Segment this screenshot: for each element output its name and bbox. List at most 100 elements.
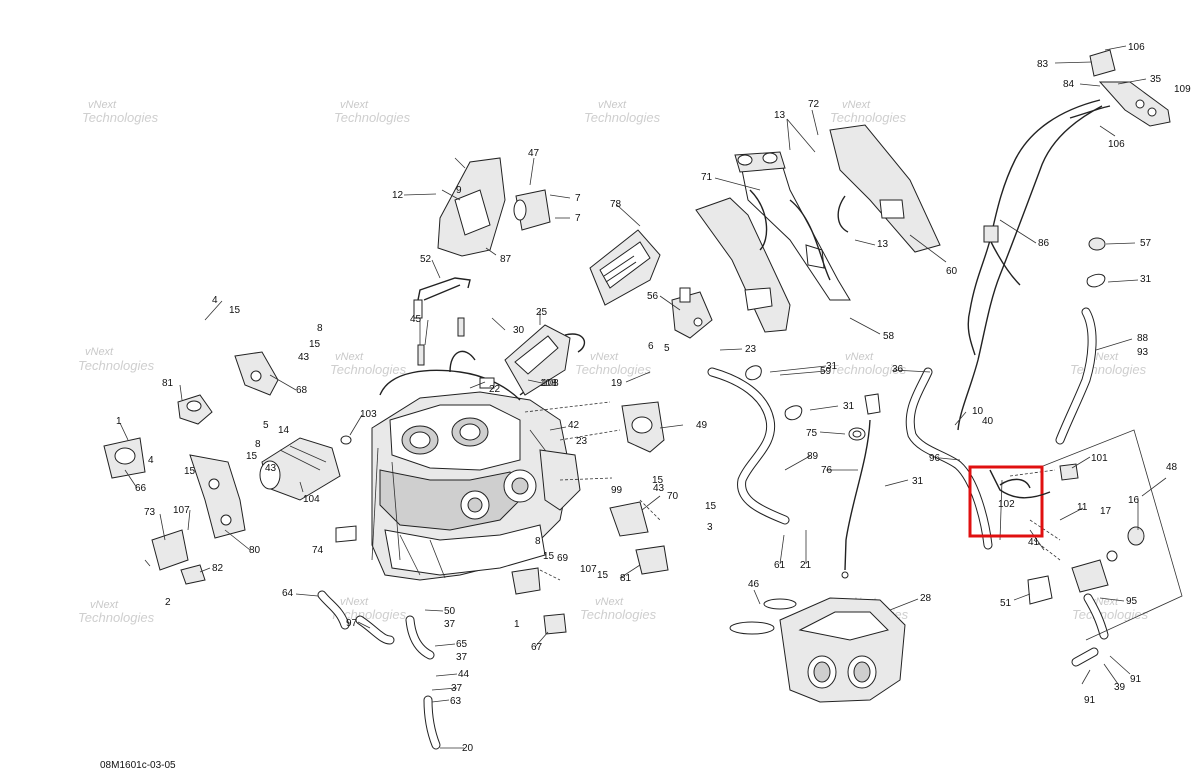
callout-label: 8 [255, 439, 261, 450]
callout-label: 5 [664, 343, 670, 354]
callout-label: 73 [144, 507, 156, 518]
callout-label: 11 [1077, 502, 1088, 513]
callout-label: 15 [652, 475, 664, 486]
callout-labels: 83 106 84 35 109 106 13 72 47 9 12 7 7 8… [116, 42, 1191, 754]
callout-label: 13 [774, 110, 786, 121]
watermark-text: vNext [1090, 351, 1119, 363]
callout-label: 91 [1084, 695, 1096, 706]
starter-motor [259, 435, 352, 501]
callout-label: 108 [540, 378, 557, 389]
highlight-box [968, 465, 1044, 538]
callout-label: 31 [912, 476, 924, 487]
callout-label: 95 [1126, 596, 1138, 607]
callout-label: 9 [456, 185, 462, 196]
callout-label: 52 [420, 254, 432, 265]
callout-label: 37 [456, 652, 468, 663]
solenoid [671, 287, 713, 339]
callout-label: 106 [1128, 42, 1145, 53]
callout-label: 13 [877, 239, 889, 250]
watermark-text: vNext [590, 351, 619, 363]
callout-label: 7 [575, 213, 581, 224]
callout-label: 106 [1108, 139, 1125, 150]
voltage-regulator [479, 324, 586, 396]
callout-label: 61 [774, 560, 786, 571]
watermark-text: Technologies [78, 610, 155, 625]
watermark-text: Technologies [1072, 607, 1149, 622]
callout-label: 68 [296, 385, 308, 396]
watermark-text: vNext [88, 99, 117, 111]
callout-label: 50 [444, 606, 456, 617]
group-bracket-48 [1037, 429, 1183, 641]
callout-label: 5 [263, 420, 269, 431]
callout-label: 8 [317, 323, 323, 334]
watermark-text: vNext [595, 596, 624, 608]
callout-label: 101 [1091, 453, 1108, 464]
watermark-text: Technologies [330, 607, 407, 622]
callout-label: 107 [173, 505, 190, 516]
callout-label: 48 [1166, 462, 1178, 473]
callout-label: 15 [246, 451, 258, 462]
throttle-lever [1089, 49, 1171, 127]
watermark-text: vNext [598, 99, 627, 111]
callout-label: 14 [278, 425, 290, 436]
callout-label: 64 [282, 588, 294, 599]
callout-label: 87 [500, 254, 512, 265]
callout-label: 99 [611, 485, 623, 496]
callout-label: 47 [528, 148, 540, 159]
callout-label: 80 [249, 545, 261, 556]
callout-label: 31 [826, 361, 838, 372]
callout-label: 15 [229, 305, 241, 316]
alignment-dashes [524, 401, 1061, 581]
watermark-text: Technologies [830, 110, 907, 125]
callout-label: 15 [543, 551, 555, 562]
watermark-text: vNext [85, 346, 114, 358]
watermark-text: Technologies [580, 607, 657, 622]
watermark-text: Technologies [575, 362, 652, 377]
callout-label: 56 [647, 291, 659, 302]
watermark-text: vNext [1090, 596, 1119, 608]
callout-label: 21 [800, 560, 812, 571]
callout-label: 23 [745, 344, 757, 355]
watermark-text: Technologies [334, 110, 411, 125]
callout-label: 17 [1100, 506, 1112, 517]
callout-label: 89 [807, 451, 819, 462]
drawing-code: 08M1601c-03-05 [100, 760, 176, 771]
callout-label: 8 [535, 536, 541, 547]
callout-label: 75 [806, 428, 818, 439]
ignition-wires [413, 277, 471, 366]
callout-label: 10 [972, 406, 984, 417]
callout-label: 51 [1000, 598, 1012, 609]
callout-label: 65 [456, 639, 468, 650]
callout-label: 49 [696, 420, 708, 431]
watermark-text: vNext [90, 599, 119, 611]
watermark-text: vNext [845, 351, 874, 363]
callout-label: 6 [648, 341, 654, 352]
watermark-text: Technologies [78, 358, 155, 373]
callout-label: 1 [514, 619, 520, 630]
callout-label: 43 [298, 352, 310, 363]
callout-label: 97 [346, 618, 358, 629]
callout-label: 22 [489, 384, 501, 395]
callout-label: 4 [148, 455, 154, 466]
leader-lines [119, 45, 1167, 749]
callout-label: 58 [883, 331, 895, 342]
callout-label: 37 [444, 619, 456, 630]
callout-label: 1 [116, 416, 122, 427]
callout-label: 84 [1063, 79, 1075, 90]
callout-label: 72 [808, 99, 820, 110]
watermark-text: Technologies [830, 362, 907, 377]
engine-mounts [103, 351, 357, 585]
callout-label: 37 [451, 683, 463, 694]
callout-label: 2 [165, 597, 171, 608]
ecu-module [589, 229, 661, 306]
callout-label: 66 [135, 483, 147, 494]
callout-label: 76 [821, 465, 833, 476]
callout-label: 96 [929, 453, 941, 464]
watermark-text: Technologies [1070, 362, 1147, 377]
callout-label: 36 [892, 364, 904, 375]
callout-label: 35 [1150, 74, 1162, 85]
watermark-text: vNext [335, 351, 364, 363]
callout-label: 31 [1140, 274, 1152, 285]
callout-label: 86 [1038, 238, 1050, 249]
